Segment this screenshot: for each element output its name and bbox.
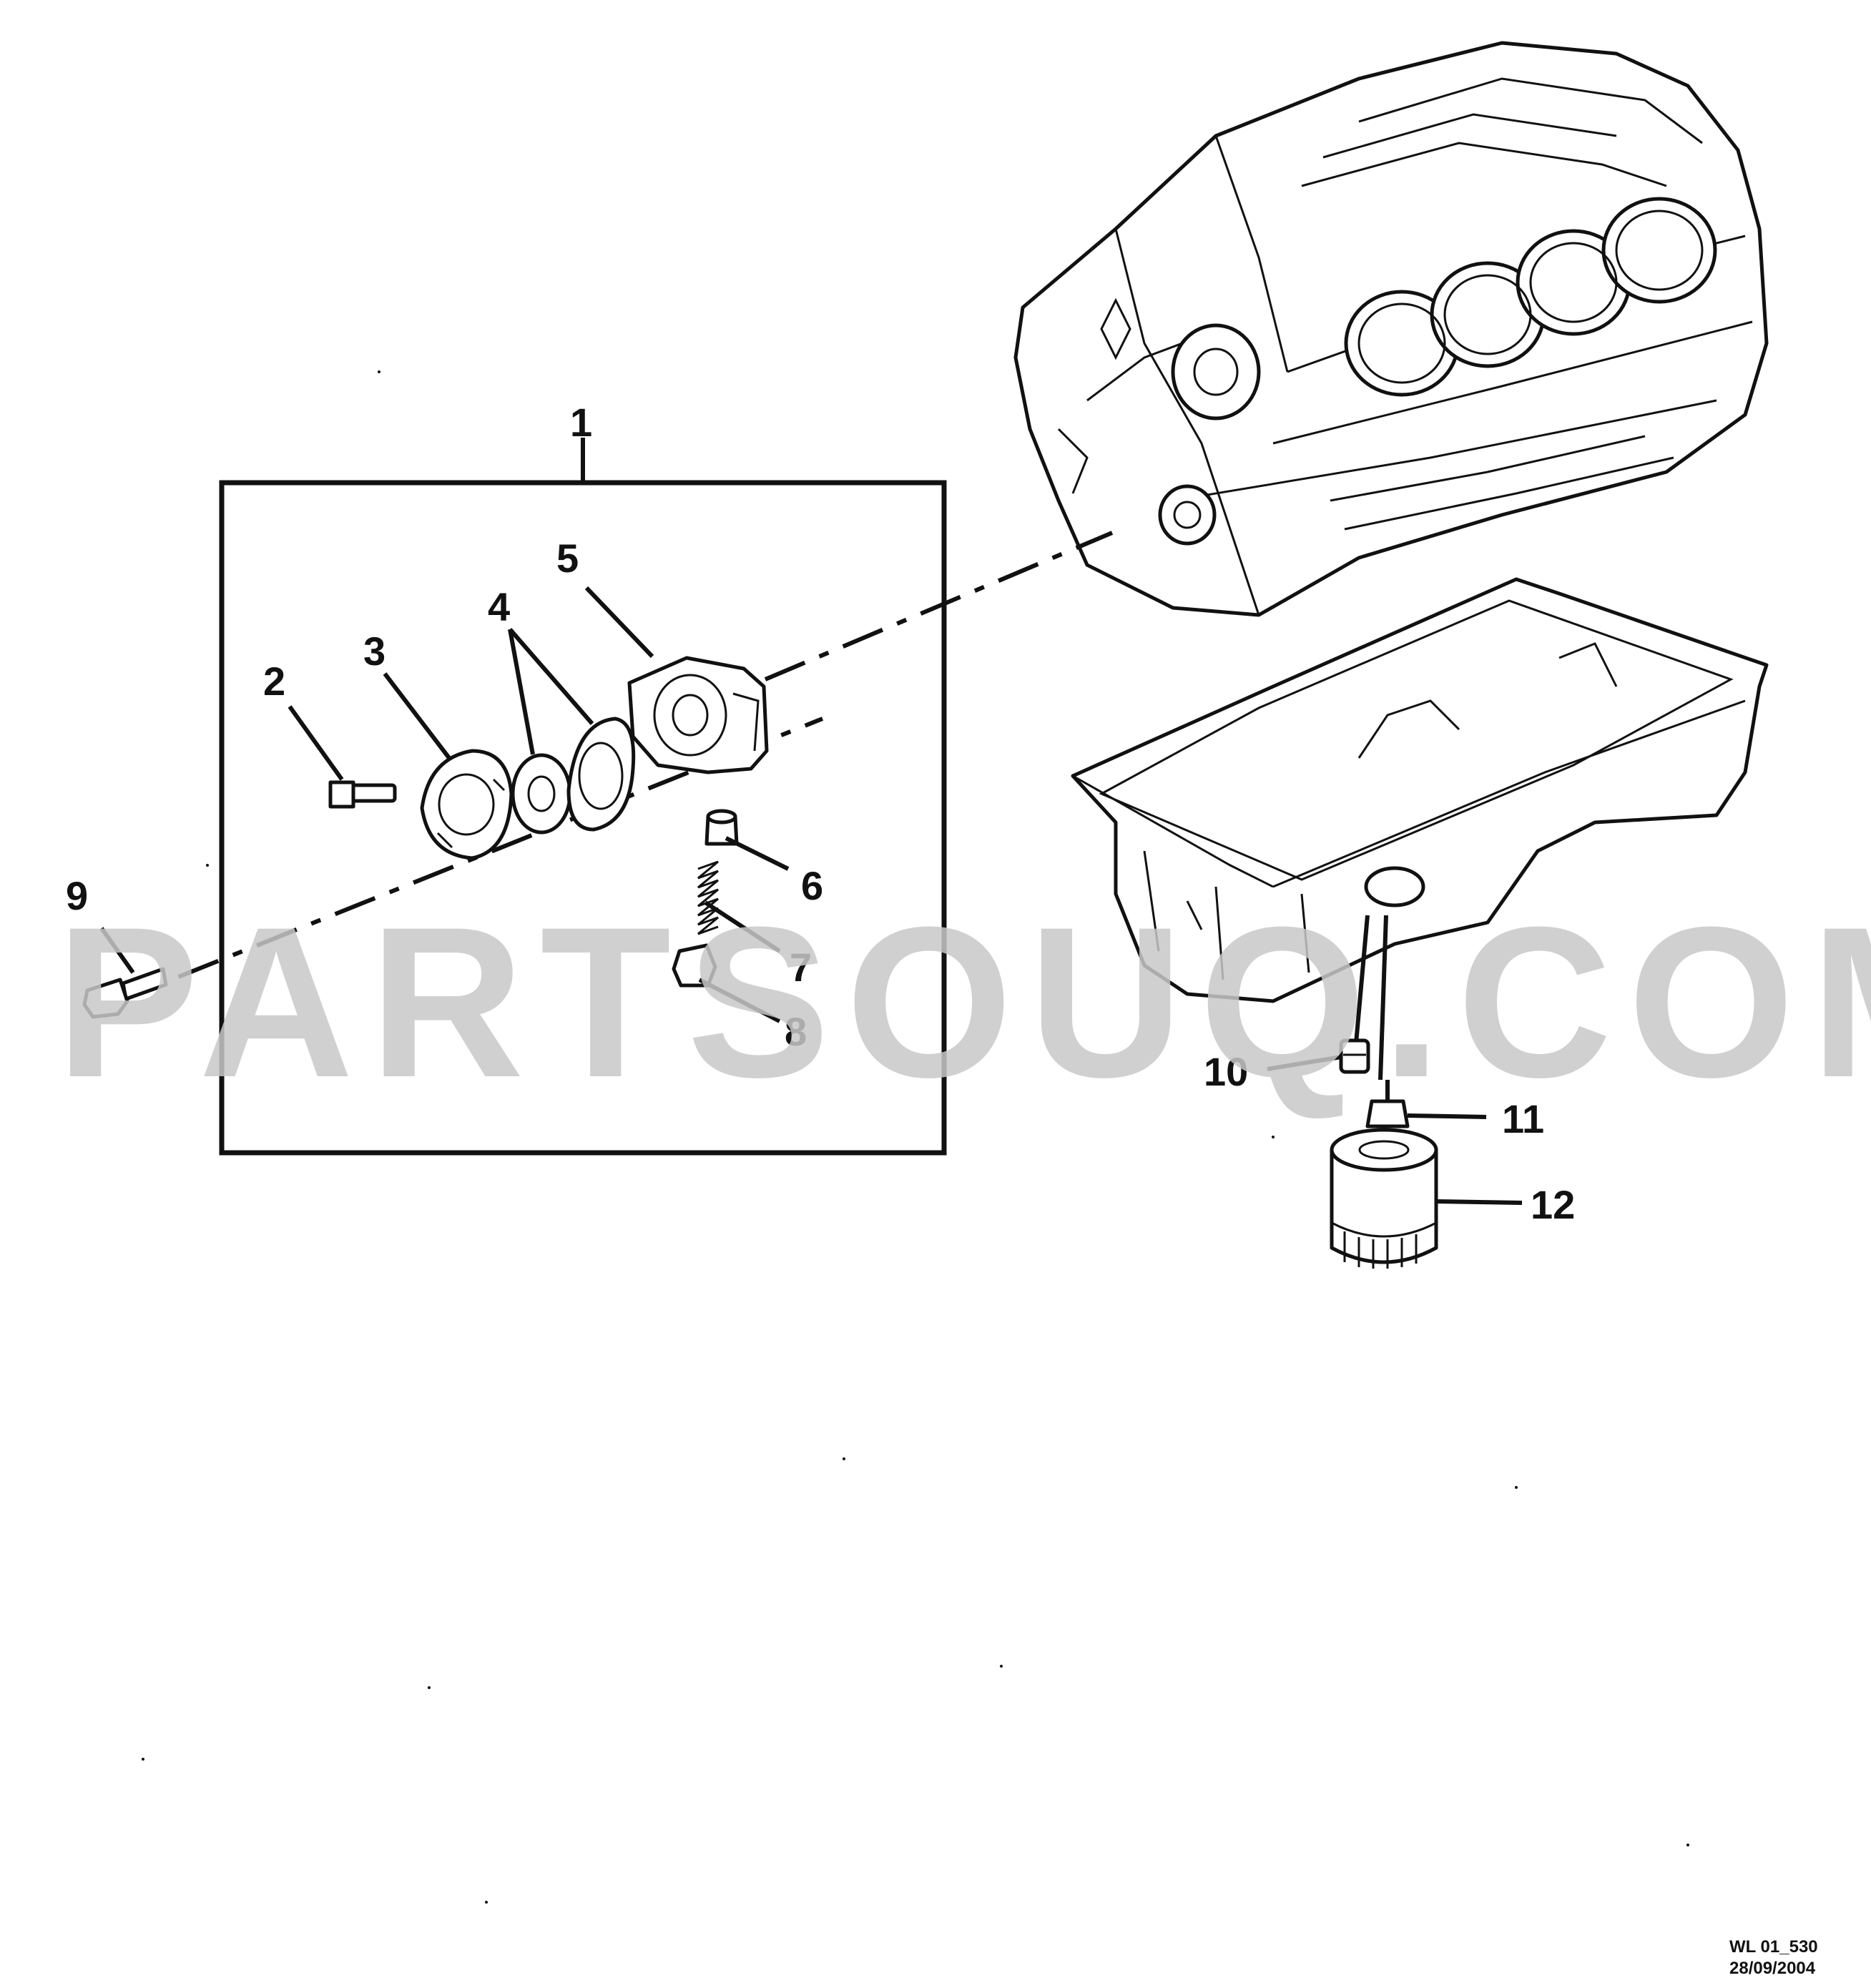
callout-11: 11 [1502,1096,1544,1141]
watermark: PARTSOUQ.COM [56,882,1871,1122]
part-4-gear-set [511,717,636,835]
callout-1: 1 [570,400,592,445]
part-3-pump-cover [420,749,514,860]
part-11-nipple [1365,1099,1410,1128]
callout-6: 6 [801,863,823,908]
engine-block-illustration [1013,41,1769,617]
part-12-oil-filter [1330,1128,1438,1269]
exploded-view-centerlines [99,531,1114,1010]
part-5-pump-body [627,656,769,774]
callout-12: 12 [1531,1182,1575,1227]
callout-labels: 1 2 3 4 5 6 7 8 9 10 11 12 [66,400,1575,1227]
callout-9: 9 [66,873,88,918]
callout-8: 8 [785,1009,807,1054]
part-9-bolt [82,967,168,1019]
callout-leaders [99,586,1523,1205]
callout-4: 4 [488,584,510,629]
callout-10: 10 [1204,1049,1248,1094]
callout-7: 7 [790,945,812,990]
callout-5: 5 [556,536,579,581]
callout-2: 2 [263,659,285,704]
part-7-spring [697,860,719,935]
oil-pan-illustration [1071,577,1769,1003]
part-10-fitting [1339,1038,1370,1074]
scan-specks [142,370,1689,1904]
callout-3: 3 [363,629,386,674]
part-2-screw [328,780,397,809]
oil-pump-assembly-frame [219,438,947,1156]
drawing-code: WL 01_530 [1729,1937,1818,1957]
drawing-date: 28/09/2004 [1729,1959,1816,1978]
